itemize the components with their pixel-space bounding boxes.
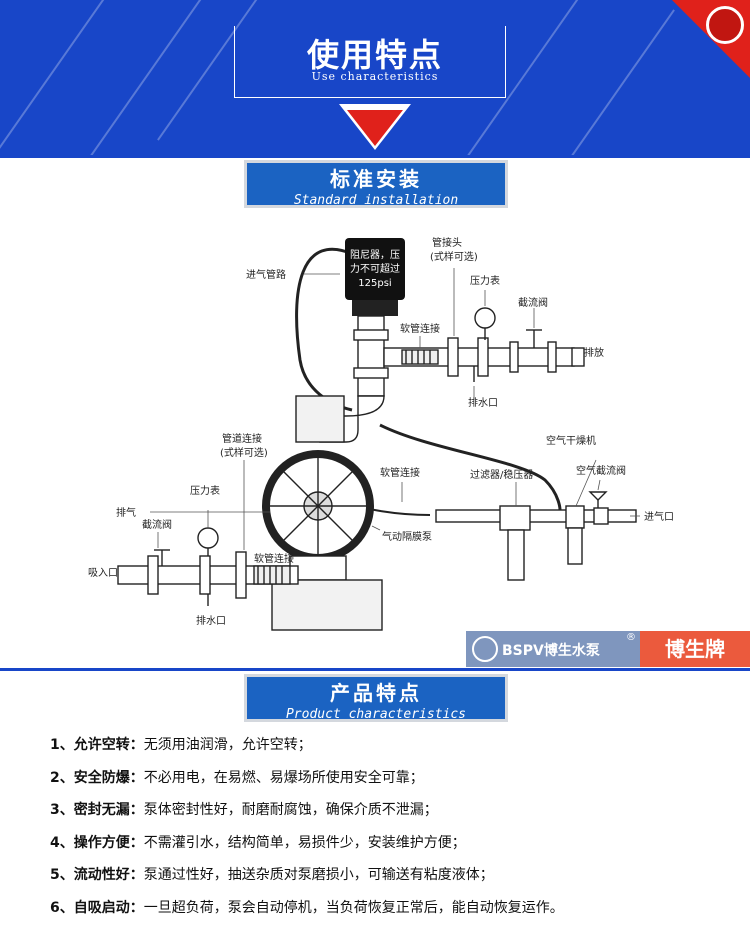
- feature-desc: 泵体密封性好，耐磨耐腐蚀，确保介质不泄漏；: [143, 802, 438, 818]
- feature-name: 密封无漏：: [73, 802, 144, 818]
- label-filter-regulator: 过滤器/稳压器: [470, 468, 533, 481]
- label-exhaust: 排气: [116, 506, 136, 519]
- section-title-installation: 标准安装 Standard installation: [244, 160, 508, 208]
- label-pressure-gauge-left: 压力表: [190, 484, 220, 497]
- feature-number: 4、: [50, 834, 74, 851]
- feature-name: 自吸启动：: [73, 899, 144, 916]
- brand-logo-icon: [472, 636, 498, 662]
- label-pump-name: 气动隔膜泵: [382, 530, 432, 543]
- list-item: 6、自吸启动：一旦超负荷，泵会自动停机，当负荷恢复正常后，能自动恢复运作。: [50, 897, 730, 930]
- feature-name: 流动性好：: [73, 867, 144, 883]
- list-item: 2、安全防爆：不必用电，在易燃、易爆场所使用安全可靠；: [50, 767, 730, 800]
- label-suction-port: 吸入口: [88, 568, 118, 579]
- label-air-inlet: 进气口: [644, 510, 674, 523]
- list-item: 3、密封无漏：泵体密封性好，耐磨耐腐蚀，确保介质不泄漏；: [50, 799, 730, 832]
- diaphragm-pump: [262, 395, 383, 631]
- label-hose-connect-bottom: 软管连接: [254, 552, 294, 565]
- list-item: 1、允许空转：无须用油润滑，允许空转；: [50, 734, 730, 767]
- feature-number: 3、: [50, 802, 74, 818]
- air-line: [379, 423, 562, 511]
- label-drain-top: 排水口: [468, 396, 498, 409]
- header-banner: 使用特点 Use characteristics: [0, 0, 750, 158]
- label-hose-connect-top: 软管连接: [400, 322, 440, 335]
- divider: [0, 668, 750, 671]
- registered-mark: ®: [626, 632, 636, 643]
- feature-number: 5、: [50, 867, 74, 883]
- label-throttle-valve-top: 截流阀: [518, 296, 548, 309]
- damper-label-2: 力不可超过: [350, 262, 400, 275]
- down-arrow-icon: [347, 110, 403, 146]
- label-throttle-valve-left: 截流阀: [142, 518, 172, 531]
- installation-diagram: 阻尼器，压 力不可超过 125psi: [88, 236, 674, 631]
- section-title-en: Product characteristics: [285, 707, 466, 722]
- feature-number: 1、: [50, 737, 74, 753]
- damper: 阻尼器，压 力不可超过 125psi: [345, 238, 405, 316]
- section-title-characteristics: 产品特点 Product characteristics: [244, 674, 508, 722]
- title-frame: [234, 26, 506, 98]
- suction-pipe: [117, 527, 299, 606]
- feature-desc: 泵通过性好，抽送杂质对泵磨损小，可输送有粘度液体；: [143, 867, 494, 883]
- label-pipe-connect: 管道连接: [222, 432, 262, 445]
- feature-desc: 不必用电，在易燃、易爆场所使用安全可靠；: [143, 769, 424, 786]
- label-inlet-air-pipe: 进气管路: [246, 268, 286, 281]
- label-pressure-gauge-top: 压力表: [470, 274, 500, 287]
- feature-desc: 不需灌引水，结构简单，易损件少，安装维护方便；: [143, 834, 466, 851]
- brand-logo-text: BSPV博生水泵: [502, 643, 600, 659]
- label-discharge: 排放: [584, 346, 604, 359]
- filter-regulator-unit: [435, 491, 637, 581]
- feature-desc: 无须用油润滑，允许空转；: [143, 737, 312, 753]
- label-drain-bottom: 排水口: [196, 614, 226, 627]
- discharge-pipe: [319, 307, 585, 443]
- label-pipe-connect-sub: (式样可选): [220, 446, 268, 459]
- section-title-cn: 标准安装: [330, 167, 422, 191]
- label-hose-connect-mid: 软管连接: [380, 466, 420, 479]
- damper-label-1: 阻尼器，压: [350, 249, 400, 261]
- brand-seal-icon: [706, 6, 744, 44]
- feature-name: 安全防爆：: [73, 769, 144, 786]
- divider: [0, 155, 750, 158]
- feature-desc: 一旦超负荷，泵会自动停机，当负荷恢复正常后，能自动恢复运作。: [143, 899, 564, 916]
- list-item: 5、流动性好：泵通过性好，抽送杂质对泵磨损小，可输送有粘度液体；: [50, 864, 730, 897]
- feature-number: 6、: [50, 899, 74, 916]
- feature-name: 操作方便：: [73, 834, 144, 851]
- page-title: 使用特点: [306, 36, 443, 74]
- feature-list: 1、允许空转：无须用油润滑，允许空转； 2、安全防爆：不必用电，在易燃、易爆场所…: [50, 734, 730, 929]
- feature-name: 允许空转：: [73, 737, 144, 753]
- page-subtitle: Use characteristics: [311, 70, 439, 83]
- brand-name-cn: 博生牌: [640, 631, 750, 667]
- damper-label-3: 125psi: [358, 278, 391, 289]
- label-air-dryer: 空气干燥机: [546, 434, 596, 447]
- feature-number: 2、: [50, 769, 74, 786]
- label-pipe-joint: 管接头: [432, 236, 462, 249]
- section-title-en: Standard installation: [293, 193, 459, 208]
- label-air-throttle-valve: 空气截流阀: [576, 464, 626, 477]
- section-title-cn: 产品特点: [330, 681, 422, 705]
- label-pipe-joint-sub: (式样可选): [430, 250, 478, 263]
- list-item: 4、操作方便：不需灌引水，结构简单，易损件少，安装维护方便；: [50, 832, 730, 865]
